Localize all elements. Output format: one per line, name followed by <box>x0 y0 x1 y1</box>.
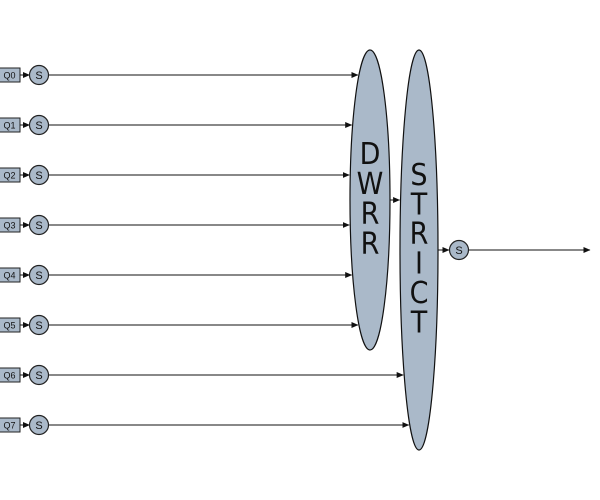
queue-row: Q3 S <box>0 214 50 236</box>
scheduler-letter: T <box>410 306 428 341</box>
shaper-label: S <box>35 320 42 332</box>
shaper-label: S <box>35 70 42 82</box>
queue-label: Q4 <box>3 270 15 280</box>
queue-row: Q6 S <box>0 364 50 386</box>
queue-label: Q0 <box>3 70 15 80</box>
queue-box <box>0 267 21 283</box>
queue-box <box>0 417 21 433</box>
queue-row: Q5 S <box>0 314 50 336</box>
shaper-circle <box>28 114 50 136</box>
shaper-label: S <box>35 120 42 132</box>
strict-ellipse <box>399 49 439 451</box>
queue-label: Q5 <box>3 320 15 330</box>
queue-label: Q1 <box>3 120 15 130</box>
shaper-label: S <box>35 220 42 232</box>
queue-row: Q0 S <box>0 64 50 86</box>
queue-box <box>0 367 21 383</box>
shaper-circle <box>28 164 50 186</box>
shaper-label: S <box>35 270 42 282</box>
shaper-label: S <box>35 420 42 432</box>
queue-row: Q1 S <box>0 114 50 136</box>
output-shaper-label: S <box>455 245 462 257</box>
shaper-label: S <box>35 370 42 382</box>
output-shaper: S <box>448 239 470 261</box>
scheduler-letter: D <box>360 137 381 172</box>
queue-label: Q3 <box>3 220 15 230</box>
shaper-circle <box>28 414 50 436</box>
queue-box <box>0 217 21 233</box>
queue-box <box>0 67 21 83</box>
scheduler-letter: T <box>410 188 428 223</box>
queue-label: Q7 <box>3 420 15 430</box>
scheduler-letter: W <box>357 167 384 202</box>
queue-row: Q7 S <box>0 414 50 436</box>
queue-label: Q2 <box>3 170 15 180</box>
queue-row: Q2 S <box>0 164 50 186</box>
queue-box <box>0 317 21 333</box>
connection-wires <box>20 72 591 428</box>
shaper-circle <box>28 264 50 286</box>
queue-label: Q6 <box>3 370 15 380</box>
shaper-circle <box>28 314 50 336</box>
shaper-circle <box>28 214 50 236</box>
scheduler-letter: S <box>410 158 427 193</box>
scheduler-letter: C <box>410 276 429 311</box>
output-shaper-circle <box>448 239 470 261</box>
scheduler-letter: R <box>361 227 380 262</box>
scheduler-letter: R <box>361 197 380 232</box>
shaper-circle <box>28 364 50 386</box>
shaper-label: S <box>35 170 42 182</box>
queue-box <box>0 167 21 183</box>
shaper-circle <box>28 64 50 86</box>
queue-row: Q4 S <box>0 264 50 286</box>
scheduler-letter: R <box>410 217 429 252</box>
scheduler-letter: I <box>415 247 423 282</box>
dwrr-ellipse <box>349 49 391 351</box>
queue-box <box>0 117 21 133</box>
